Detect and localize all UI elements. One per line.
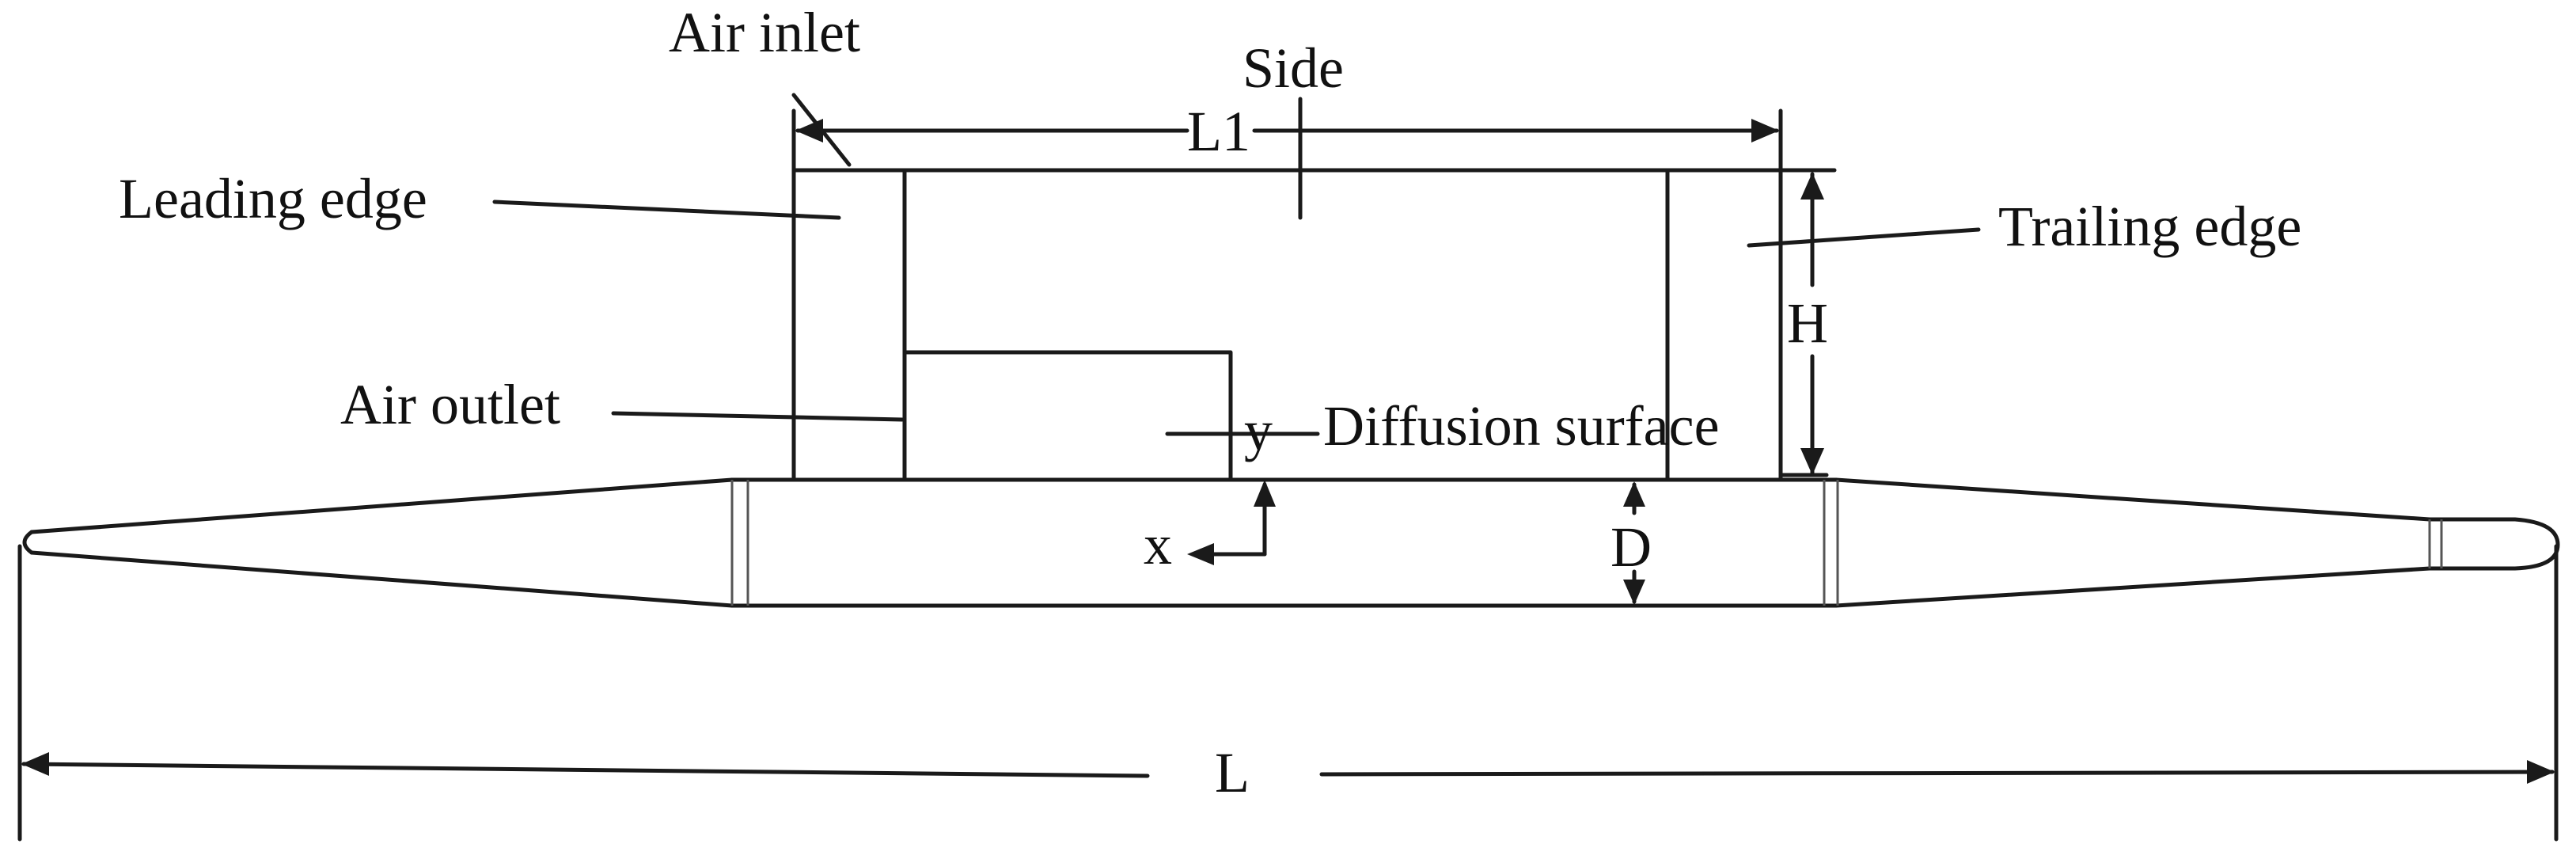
h-label: H — [1787, 291, 1828, 355]
d-label: D — [1610, 515, 1652, 579]
air-inlet-leader — [791, 93, 852, 167]
air-outlet-leader — [611, 411, 905, 422]
leading-edge-label: Leading edge — [119, 167, 427, 230]
d-arrow-bottom — [1623, 580, 1645, 605]
trailing-edge-leader — [1747, 227, 1981, 248]
left-taper-bottom — [29, 550, 734, 608]
left-nose-cap — [22, 530, 34, 555]
right-taper-top — [1834, 477, 2432, 522]
right-taper-bottom — [1834, 566, 2432, 608]
d-arrow-top — [1623, 481, 1645, 507]
dimension-d — [1623, 481, 1645, 605]
upper-panel-outline — [791, 168, 1783, 482]
y-axis-label: y — [1244, 399, 1273, 462]
l1-arrow-left — [795, 119, 823, 143]
h-arrow-bottom — [1800, 448, 1824, 475]
l-arrow-left — [21, 752, 49, 776]
x-axis-label: x — [1144, 513, 1172, 576]
upper-panel — [791, 168, 1837, 482]
air-inlet-label: Air inlet — [669, 1, 860, 64]
left-taper-top — [29, 477, 734, 534]
l1-label: L1 — [1187, 100, 1250, 163]
l1-arrow-right — [1751, 119, 1779, 143]
diffusion-surface-label: Diffusion surface — [1323, 394, 1720, 458]
dimension-l1 — [791, 108, 1783, 173]
coordinate-axes — [1187, 480, 1276, 565]
l-label: L — [1215, 741, 1250, 804]
h-arrow-top — [1800, 173, 1824, 200]
main-body — [22, 477, 2560, 608]
leading-edge-leader — [492, 200, 841, 220]
trailing-edge-label: Trailing edge — [1998, 195, 2301, 258]
diffusion-surface-box — [902, 350, 1233, 482]
y-axis-arrow — [1254, 480, 1276, 507]
l-line-left — [21, 762, 1150, 778]
l-line-right — [1319, 770, 2555, 777]
x-axis-arrow — [1187, 543, 1214, 565]
l-arrow-right — [2527, 760, 2555, 784]
dimension-l — [17, 544, 2559, 842]
dimension-h — [1800, 172, 1824, 476]
right-end-cap — [2427, 517, 2560, 571]
air-outlet-label: Air outlet — [340, 373, 560, 436]
side-label: Side — [1242, 36, 1344, 100]
